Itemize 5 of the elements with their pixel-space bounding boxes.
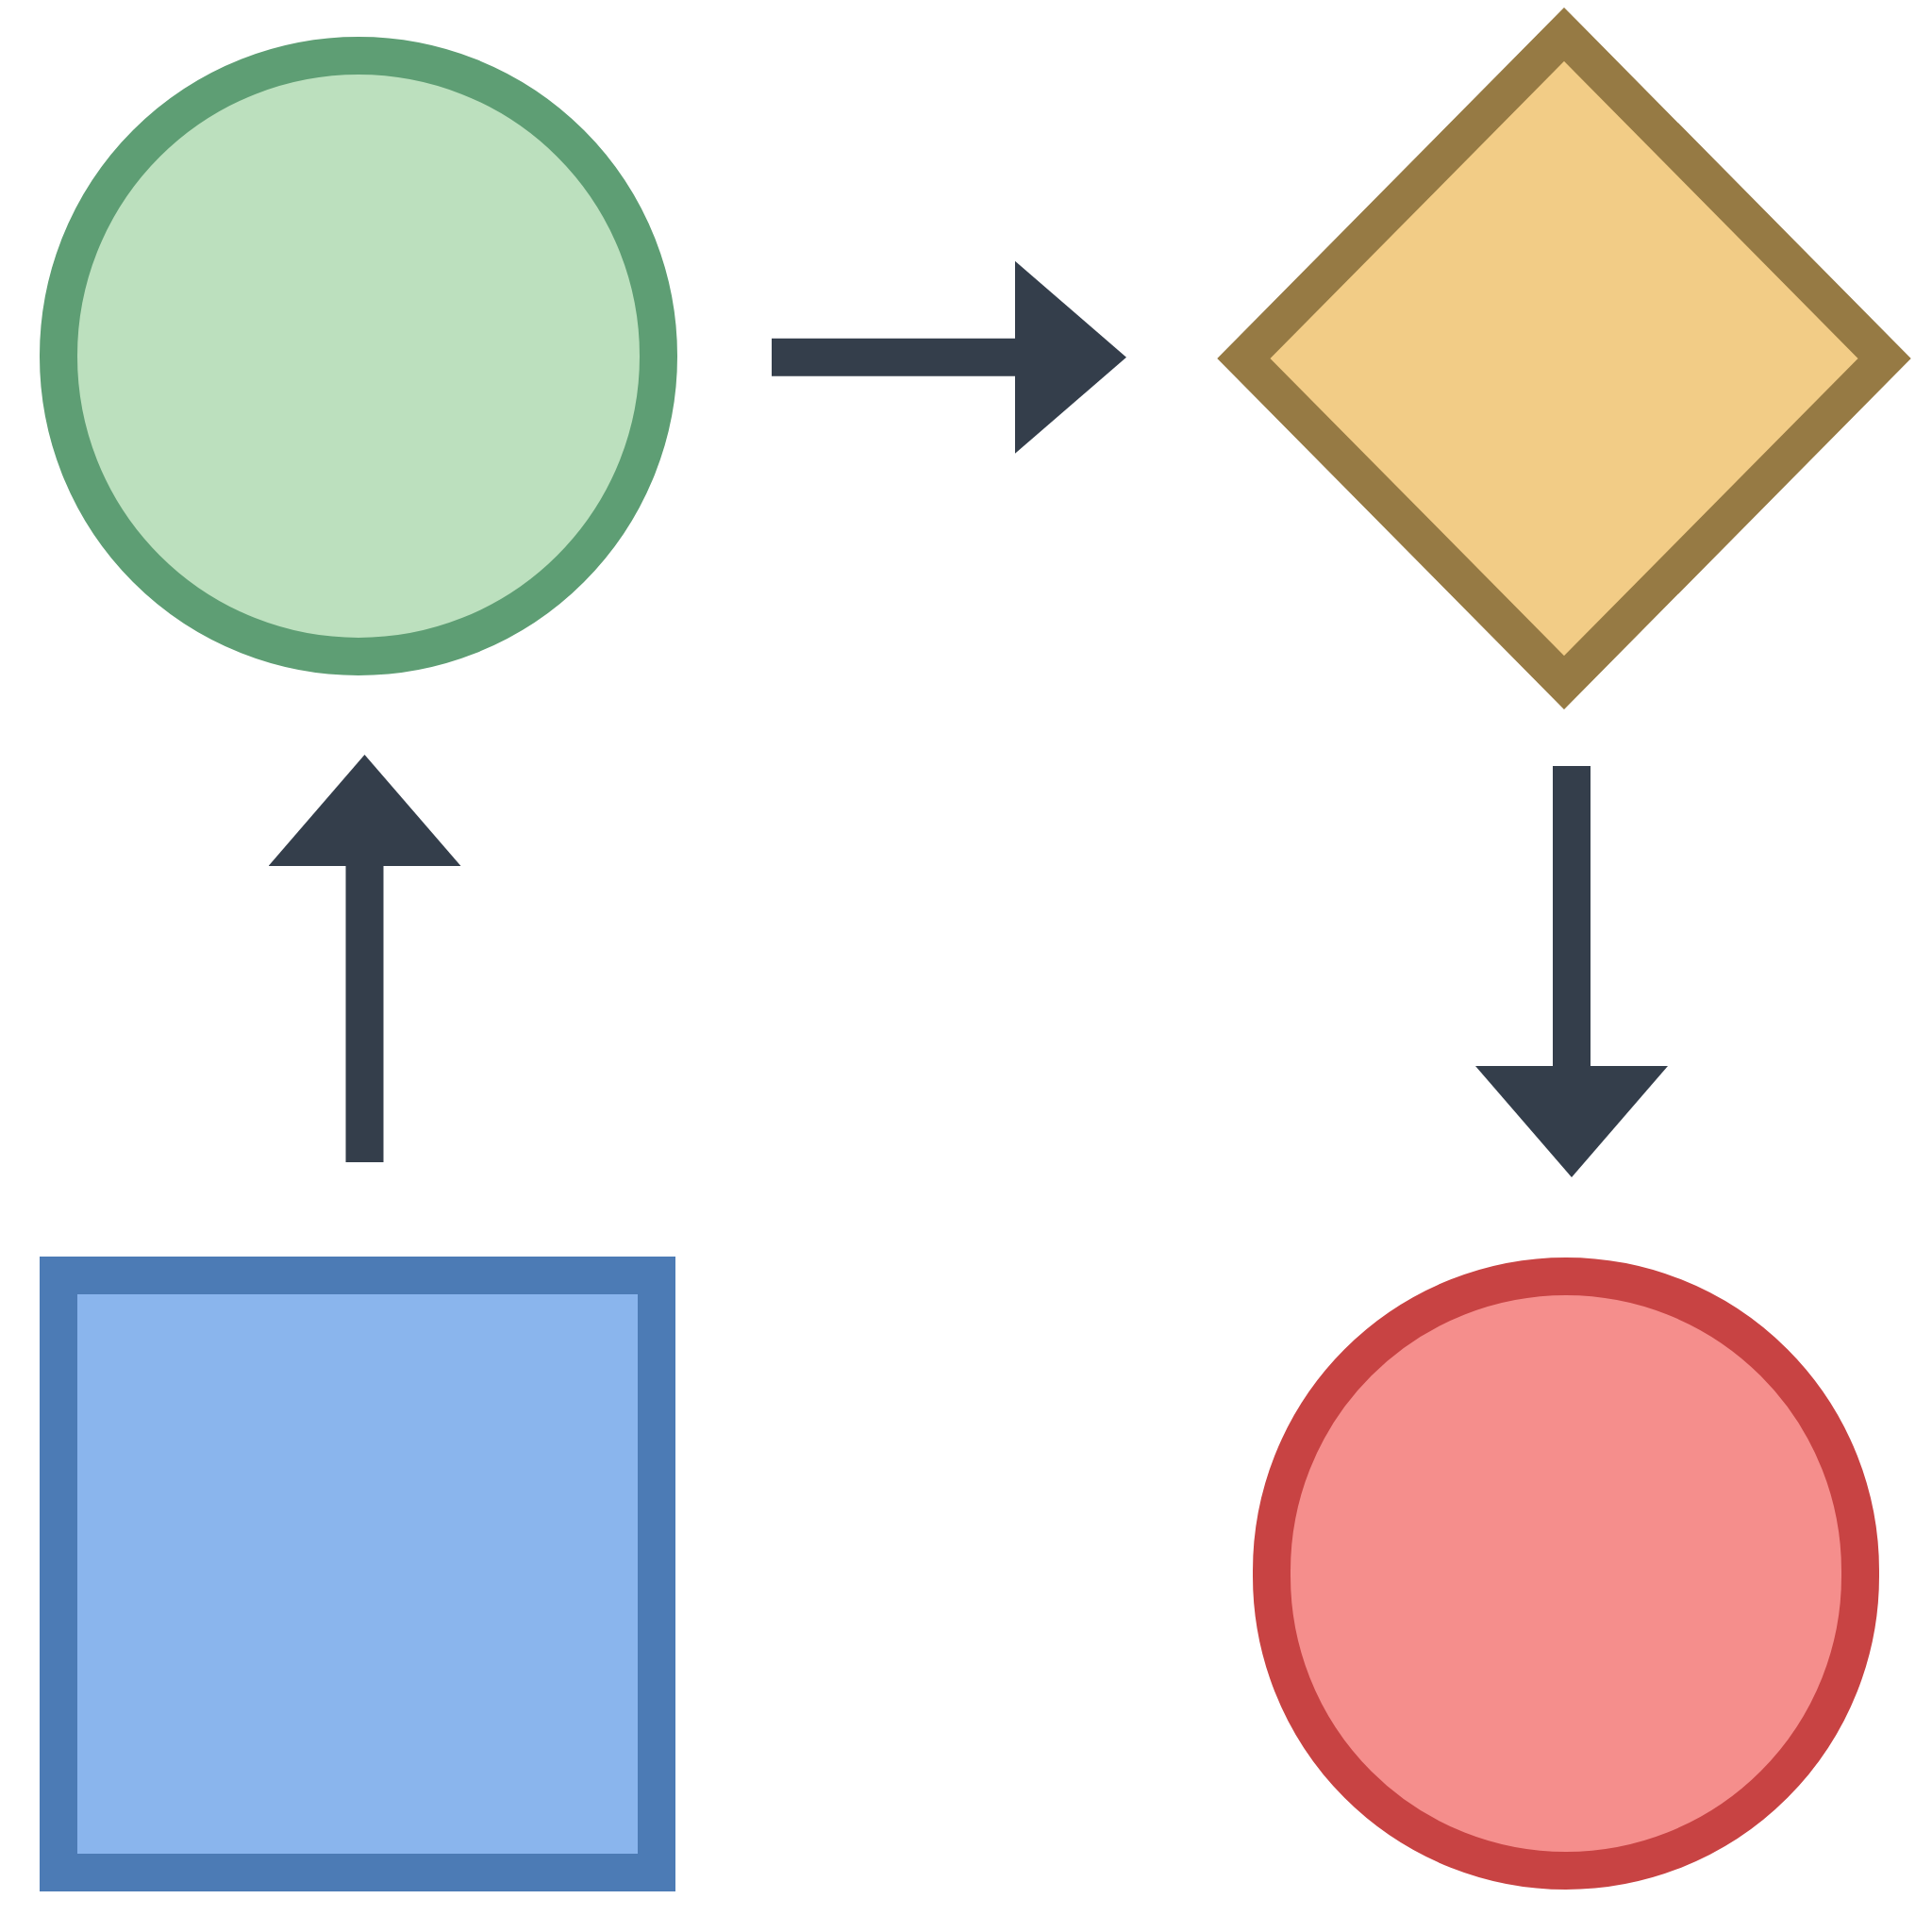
square-shape [40,1257,675,1891]
diamond-shape [1217,8,1911,709]
arrow [268,755,461,1162]
arrow [1475,766,1668,1177]
arrow [772,260,1126,454]
